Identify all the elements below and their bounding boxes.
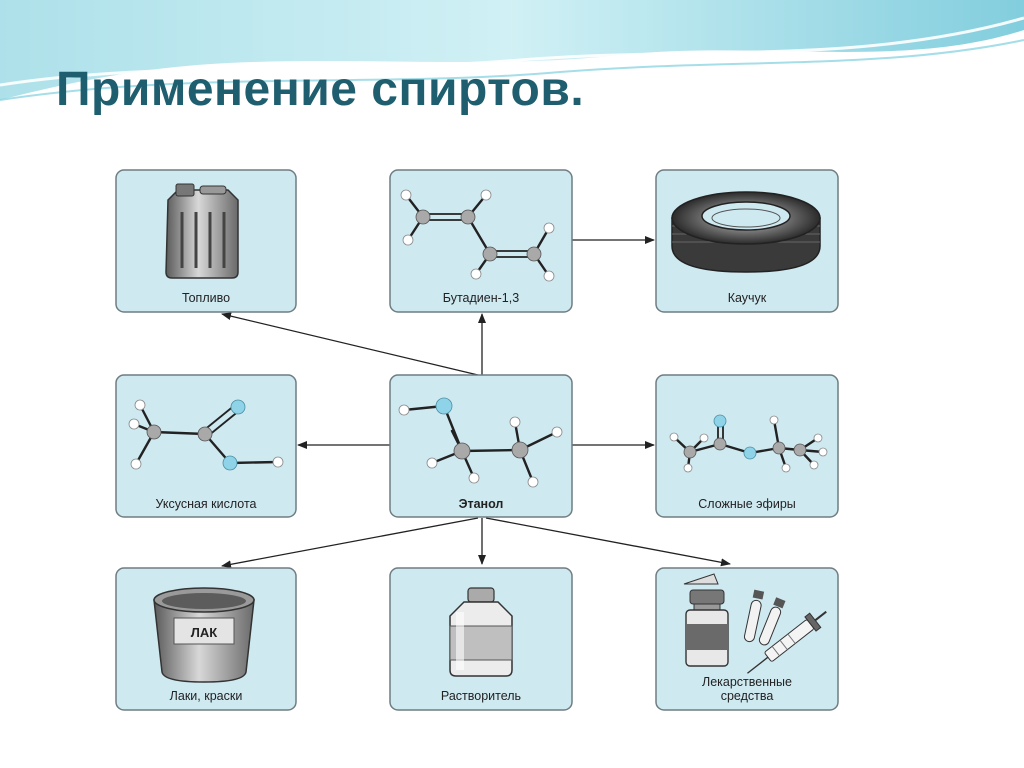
- header-wave-decoration: [0, 0, 1024, 101]
- node-fuel: Топливо: [115, 169, 297, 313]
- vial-icon: [683, 573, 729, 667]
- node-ethanol: Этанол: [389, 374, 573, 518]
- arrow-to-lacquers: [221, 517, 479, 569]
- tire-icon: [671, 191, 821, 273]
- ethanol-molecule-icon: [398, 397, 563, 488]
- node-acetic-acid-label: Уксусная кислота: [155, 497, 256, 511]
- node-fuel-label: Топливо: [182, 291, 230, 305]
- node-ethanol-label: Этанол: [459, 497, 504, 511]
- node-rubber-label: Каучук: [728, 291, 767, 305]
- node-ethanol-box: [389, 374, 573, 518]
- syringe-icon: [747, 610, 827, 674]
- ester-molecule-icon: [669, 414, 828, 473]
- node-medicines-label-line1: Лекарственные: [702, 675, 792, 689]
- node-medicines: Лекарственные средства: [655, 567, 839, 711]
- node-medicines-label-line2: средства: [721, 689, 774, 703]
- acetic-acid-molecule-icon: [128, 399, 284, 471]
- arrow-to-medicines: [485, 517, 731, 567]
- bottle-icon: [449, 587, 513, 677]
- node-solvent: Растворитель: [389, 567, 573, 711]
- arrow-to-fuel: [221, 312, 479, 376]
- node-esters-box: [655, 374, 839, 518]
- bucket-label-text: ЛАК: [191, 625, 218, 640]
- page-title: Применение спиртов.: [56, 63, 585, 116]
- test-tubes-icon: [743, 589, 786, 646]
- node-acetic-acid-box: [115, 374, 297, 518]
- node-rubber: Каучук: [655, 169, 839, 313]
- node-acetic-acid: Уксусная кислота: [115, 374, 297, 518]
- node-lacquers: ЛАК Лаки, краски: [115, 567, 297, 711]
- canister-icon: [165, 183, 239, 279]
- paint-bucket-icon: ЛАК: [153, 587, 255, 683]
- node-lacquers-label: Лаки, краски: [170, 689, 243, 703]
- node-butadiene: Бутадиен-1,3: [389, 169, 573, 313]
- medicine-icon: [683, 573, 827, 674]
- arrows: [221, 236, 731, 569]
- butadiene-molecule-icon: [400, 189, 555, 282]
- node-esters-label: Сложные эфиры: [698, 497, 796, 511]
- node-esters: Сложные эфиры: [655, 374, 839, 518]
- node-butadiene-label: Бутадиен-1,3: [443, 291, 519, 305]
- node-solvent-label: Растворитель: [441, 689, 521, 703]
